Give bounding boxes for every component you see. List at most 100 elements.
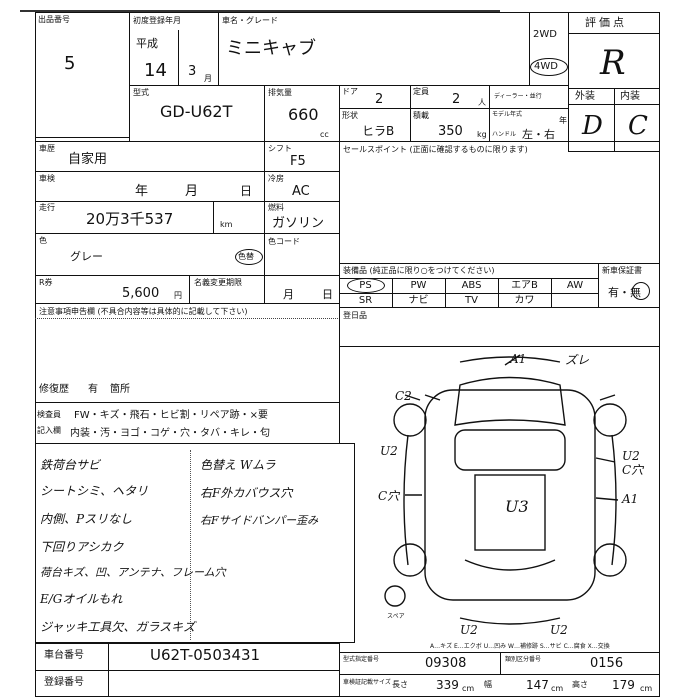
dealer-label: ディーラー・並行 <box>494 93 542 100</box>
meigi-day: 日 <box>322 288 333 301</box>
shift-label: シフト <box>268 144 292 153</box>
use-label: 車歴 <box>39 144 55 153</box>
grade-label: 評価点 <box>585 16 627 29</box>
recycle: 5,600 <box>122 286 160 301</box>
registration-label: 初度登録年月 <box>133 16 181 25</box>
diagram-label-c-left: C穴 <box>378 489 401 503</box>
detail-line-4 <box>35 275 340 276</box>
registration-era: 平成 <box>136 37 158 50</box>
capacity-unit: 人 <box>478 98 486 107</box>
diagram-label-u2-right: U2 <box>622 449 640 463</box>
note-left-6: E/Gオイルもれ <box>40 592 123 606</box>
diagram-label-u3: U3 <box>505 497 529 516</box>
grade-exterior: D <box>582 111 603 141</box>
equipment-label: 装備品 (純正品に限り○をつけてください) <box>343 266 495 275</box>
inspection-label: 車検 <box>39 174 55 183</box>
equipment-airbag: エアB <box>511 280 538 291</box>
equipment-aw: AW <box>566 280 584 291</box>
front-bumper-top <box>459 356 561 363</box>
regno-label: 登録番号 <box>44 677 84 688</box>
mileage-divider <box>213 201 214 233</box>
diagram-legend: A…キズ E…エクボ U…凹み W…補修跡 S…サビ C…腐食 X…交換 <box>430 643 610 650</box>
top-header-smudge <box>20 0 500 12</box>
color-code-label: 色コード <box>268 237 300 246</box>
diagram-label-u2-bottom-left: U2 <box>460 623 478 637</box>
doors: 2 <box>375 92 384 107</box>
width-label: 幅 <box>484 680 492 689</box>
left-side-panel <box>403 434 409 566</box>
note-left-1: 鉄荷台サビ <box>40 458 101 472</box>
meigi-label: 名義変更期限 <box>194 278 242 287</box>
length-label: 長さ <box>392 680 408 689</box>
grade-line-3 <box>568 104 660 105</box>
equip-div-2 <box>445 278 446 308</box>
note-left-7: ジャッキ工具欠、ガラスキズ <box>40 620 196 634</box>
width-unit: cm <box>551 684 564 693</box>
windshield <box>454 376 566 426</box>
height: 179 <box>612 678 635 692</box>
cabin-roof <box>454 429 566 471</box>
car-name-label: 車名・グレード <box>222 16 278 25</box>
note-left-4: 下回りアシカク <box>40 540 124 554</box>
sales-point-label: セールスポイント (正面に確認するものに限ります) <box>343 145 528 154</box>
recycle-divider <box>189 275 190 304</box>
repair-value: 有 <box>88 384 98 395</box>
left-mirror <box>404 394 421 401</box>
mileage-label: 走行 <box>39 203 55 212</box>
class-no: 0156 <box>590 656 624 671</box>
equipment-line-1 <box>339 278 599 279</box>
capacity: 2 <box>452 92 461 107</box>
ac-label: 冷房 <box>268 174 284 183</box>
grade-interior: C <box>628 111 648 141</box>
note-left-2: シートシミ、ヘタリ <box>40 484 149 498</box>
registration-year: 14 <box>144 60 167 81</box>
spec-div-1 <box>500 652 501 674</box>
diagram-label-a1-top: A1 <box>509 352 526 366</box>
type-no-label: 型式指定番号 <box>343 656 380 663</box>
diagram-label-u2-left: U2 <box>380 444 398 458</box>
leader-c2 <box>424 394 441 401</box>
notes-column-divider <box>190 450 191 640</box>
meigi-month: 月 <box>283 288 294 301</box>
drive-2wd: 2WD <box>533 29 557 40</box>
diagram-spare-label: スペア <box>387 613 405 620</box>
height-unit: cm <box>640 684 653 693</box>
rear-left-wheel <box>393 543 427 577</box>
load-label: 積載 <box>413 111 429 120</box>
note-right-2: 右F外カバウス穴 <box>200 486 293 500</box>
footer-divider <box>108 643 109 697</box>
equipment-sr: SR <box>358 295 373 306</box>
height-label: 高さ <box>572 680 588 689</box>
repair-parts: 箇所 <box>110 384 130 395</box>
grade-line-1 <box>568 33 660 34</box>
sales-point-cell <box>339 141 660 264</box>
mileage-unit: km <box>220 220 233 229</box>
warranty-label: 新車保証書 <box>602 266 642 275</box>
grade-exterior-label: 外装 <box>575 91 595 102</box>
recycle-label: R券 <box>39 278 53 287</box>
registration-month: 3 <box>188 64 197 79</box>
use: 自家用 <box>68 152 108 167</box>
model-label: 型式 <box>133 88 149 97</box>
model: GD-U62T <box>160 102 233 121</box>
length: 339 <box>436 678 459 692</box>
spare-tire-icon <box>384 585 406 607</box>
note-left-3: 内側、Pスリなし <box>40 512 133 526</box>
equipment-line-2 <box>339 293 599 294</box>
front-right-wheel <box>593 403 627 437</box>
repair-label: 修復歴 <box>39 384 69 395</box>
inspection-year: 年 <box>135 184 149 199</box>
handle: 左・右 <box>522 128 555 141</box>
notes-label: 注意事項申告欄 (不具合内容等は具体的に記載して下さい) <box>39 307 248 316</box>
model-year-label: モデル年式 <box>492 111 523 118</box>
notes-divider <box>35 318 340 319</box>
equip-div-3 <box>498 278 499 308</box>
model-year-unit: 年 <box>559 116 567 125</box>
body-outline <box>424 389 596 601</box>
note-right-3: 右Fサイドバンパー歪み <box>200 514 319 527</box>
equipment-ps-circle <box>347 278 385 293</box>
cargo-bed <box>474 474 546 551</box>
length-unit: cm <box>462 684 475 693</box>
shift: F5 <box>290 154 306 169</box>
inspector-line-2: 内装・汚・ヨゴ・コゲ・穴・タバ・キレ・匂 <box>70 428 270 439</box>
